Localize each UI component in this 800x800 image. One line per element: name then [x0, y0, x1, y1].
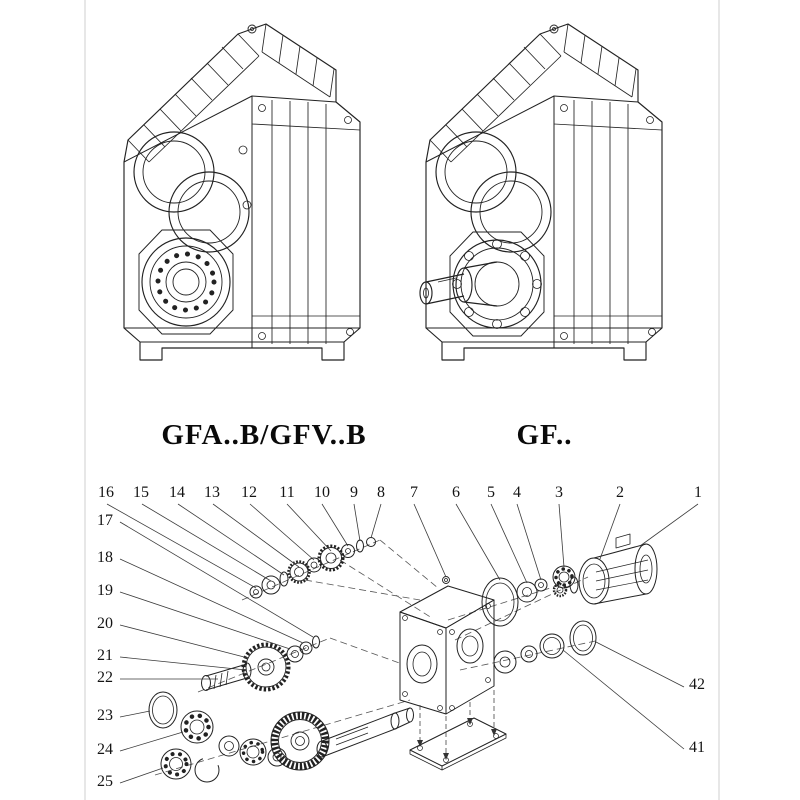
part-callout-7: 7: [410, 484, 418, 501]
callout-leader-lines: [106, 503, 699, 784]
part-callout-6: 6: [452, 484, 460, 501]
part-callout-11: 11: [279, 484, 295, 501]
part-callout-10: 10: [314, 484, 330, 501]
part-callout-24: 24: [97, 741, 113, 758]
part-callout-21: 21: [97, 647, 113, 664]
gearbox-drawing-gfab: [123, 23, 361, 361]
intermediate-gear-parts: [201, 635, 320, 692]
part-callout-4: 4: [513, 484, 521, 501]
part-callout-9: 9: [350, 484, 358, 501]
part-callout-18: 18: [97, 549, 113, 566]
model-label-gf: GF..: [516, 419, 573, 451]
part-callout-12: 12: [241, 484, 257, 501]
part-callout-13: 13: [204, 484, 220, 501]
part-callout-22: 22: [97, 669, 113, 686]
output-shaft-parts: [148, 691, 414, 783]
cover-plate-parts: [409, 690, 507, 771]
exploded-view-diagram: [106, 503, 699, 784]
model-label-gfab-gfv: GFA..B/GFV..B: [161, 419, 367, 451]
part-callout-14: 14: [169, 484, 185, 501]
part-callout-15: 15: [133, 484, 149, 501]
page-right-edge-line: [718, 0, 720, 800]
part-callout-23: 23: [97, 707, 113, 724]
upper-shaft-parts: [249, 537, 376, 599]
part-callout-3: 3: [555, 484, 563, 501]
gearbox-drawing-gf: [419, 23, 663, 361]
part-callout-2: 2: [616, 484, 624, 501]
part-callout-16: 16: [98, 484, 114, 501]
output-shaft: [419, 261, 498, 307]
part-callout-5: 5: [487, 484, 495, 501]
part-callout-1: 1: [694, 484, 702, 501]
page-left-edge-line: [84, 0, 86, 800]
part-callout-41: 41: [689, 739, 705, 756]
part-callout-25: 25: [97, 773, 113, 790]
part-callout-20: 20: [97, 615, 113, 632]
motor-side-parts: [481, 533, 658, 674]
part-callout-42: 42: [689, 676, 705, 693]
part-callout-17: 17: [97, 512, 113, 529]
part-callout-19: 19: [97, 582, 113, 599]
housing-part: [399, 576, 495, 715]
part-callout-8: 8: [377, 484, 385, 501]
